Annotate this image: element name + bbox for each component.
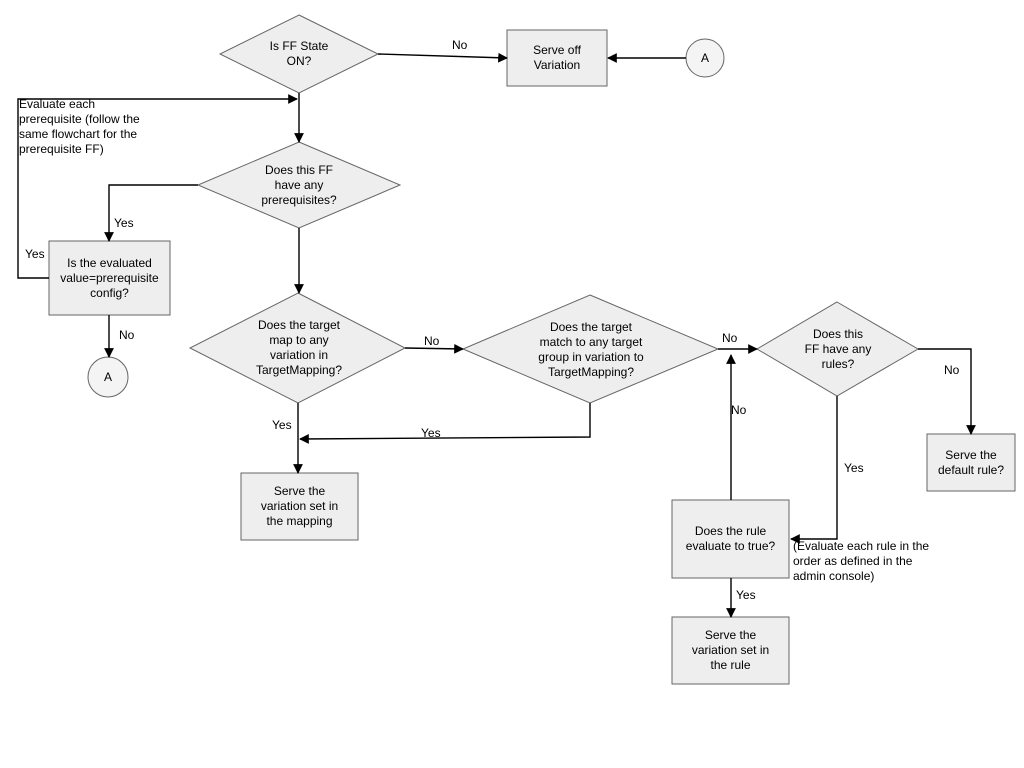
shape-has-rules[interactable] [756, 301, 919, 397]
shape-serve-off-variation[interactable] [506, 29, 608, 87]
edge-label-no-has-rules: No [944, 363, 960, 377]
shape-serve-variation-mapping[interactable] [240, 472, 359, 541]
note-rule-order: (Evaluate each rule in the order as defi… [793, 539, 930, 583]
shape-target-map-variation[interactable] [188, 292, 407, 404]
shape-connector-a-top[interactable] [685, 38, 725, 78]
edge-targetgroup-yes-to-mapping [299, 403, 591, 444]
note-prerequisite: Evaluate each prerequisite (follow the s… [19, 97, 140, 156]
edge-label-yes-target-group: Yes [421, 426, 441, 440]
shape-serve-variation-rule[interactable] [671, 616, 790, 685]
edge-label-no-rule-false: No [731, 403, 747, 417]
edge-hasrules-no-to-default [918, 348, 976, 435]
edge-label-no-off-variation: No [452, 38, 468, 52]
shape-has-prerequisites[interactable] [196, 141, 402, 229]
edge-hasrules-yes-to-ruletrue [790, 396, 838, 544]
shape-connector-a-bottom[interactable] [87, 356, 129, 398]
edge-label-yes-loopback: Yes [25, 247, 45, 261]
edge-label-no-target-map: No [424, 334, 440, 348]
edge-targetmap-no-to-targetgroup [404, 343, 464, 354]
edge-label-yes-rule-true: Yes [736, 588, 756, 602]
edge-label-no-target-group: No [722, 331, 738, 345]
edge-prereqconfig-yes-loopback [17, 94, 298, 279]
edge-label-yes-has-rules: Yes [844, 461, 864, 475]
edge-label-no-prereq-config: No [119, 328, 135, 342]
shape-target-match-group[interactable] [461, 294, 720, 404]
shape-rule-evaluate-true[interactable] [671, 499, 790, 579]
edge-label-yes-prereq: Yes [114, 216, 134, 230]
edge-ffstate-no-to-serveoff [377, 52, 508, 63]
shape-serve-default-rule[interactable] [926, 433, 1016, 492]
edge-prerequisites-yes [104, 184, 198, 242]
edge-label-yes-target-map: Yes [272, 418, 292, 432]
shape-is-ff-state-on[interactable] [218, 14, 380, 94]
shape-evaluated-value-matches[interactable] [48, 240, 171, 316]
